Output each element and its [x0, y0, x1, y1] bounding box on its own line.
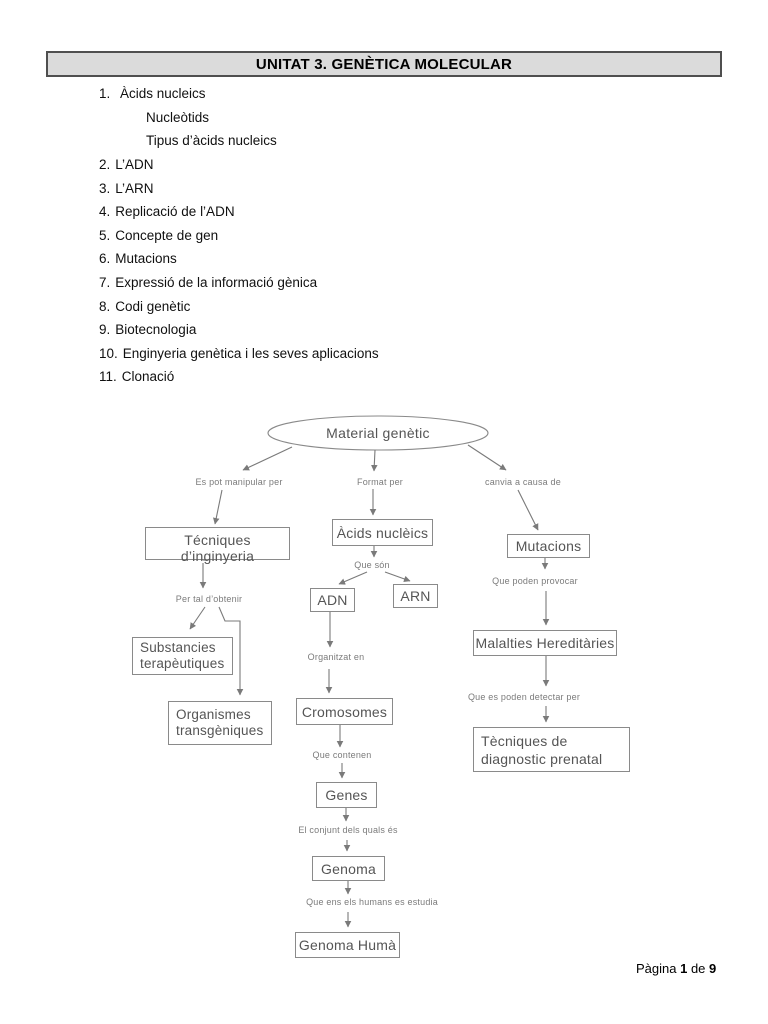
edge-label-per-tal: Per tal d’obtenir — [175, 594, 243, 604]
toc-item-label: Clonació — [121, 369, 175, 385]
node-genoma: Genoma — [312, 856, 385, 881]
edge-label-conjunt: El conjunt dels quals és — [298, 825, 398, 835]
toc-item: 3.L’ARN — [99, 176, 379, 200]
toc-item: 9.Biotecnologia — [99, 318, 379, 342]
edge-label-provocar: Que poden provocar — [492, 576, 578, 586]
node-substancies-terapeutiques: Substancies terapèutiques — [132, 637, 233, 675]
toc-item-number: 5. — [99, 227, 111, 243]
toc-item: 2.L’ADN — [99, 153, 379, 177]
edge-label-detectar: Que es poden detectar per — [467, 692, 581, 702]
unit-title: UNITAT 3. GENÈTICA MOLECULAR — [255, 55, 513, 73]
toc-item-label: Replicació de l’ADN — [115, 204, 235, 220]
edge-label-organitzat: Organitzat en — [307, 652, 365, 662]
node-genoma-huma: Genoma Humà — [295, 932, 400, 958]
toc-item-label: Concepte de gen — [115, 227, 219, 243]
toc-item: 6.Mutacions — [99, 247, 379, 271]
toc-item-label: Biotecnologia — [115, 322, 197, 338]
edge-label-manipular: Es pot manipular per — [195, 477, 283, 487]
toc-item-number: 3. — [99, 180, 111, 196]
footer-page-number: 1 — [680, 961, 688, 976]
node-acids-nucleics: Àcids nuclèics — [332, 519, 433, 546]
toc-item-label: Enginyeria genètica i les seves aplicaci… — [122, 345, 379, 361]
toc-item-label: L’ARN — [115, 180, 154, 196]
toc-item-label: Codi genètic — [115, 298, 191, 314]
toc-item: 10.Enginyeria genètica i les seves aplic… — [99, 342, 379, 366]
toc-item-number: 1. — [99, 86, 111, 102]
footer-label: Pàgina — [636, 961, 681, 976]
node-tecniques-diagnostic-prenatal: Tècniques de diagnostic prenatal — [473, 727, 630, 772]
toc-subitem: Nucleòtids — [99, 106, 379, 130]
edge-label-que-son: Que són — [354, 560, 390, 570]
table-of-contents: 1. Àcids nucleics Nucleòtids Tipus d’àcid… — [99, 82, 379, 389]
node-adn: ADN — [310, 588, 355, 612]
edge-label-contenen: Que contenen — [312, 750, 372, 760]
toc-item-number: 10. — [99, 345, 118, 361]
toc-item: 8.Codi genètic — [99, 294, 379, 318]
footer-separator: de — [687, 961, 710, 976]
edge-label-humans: Que ens els humans es estudia — [306, 897, 438, 907]
edge-label-canvia: canvia a causa de — [485, 477, 561, 487]
toc-item-number: 4. — [99, 204, 111, 220]
toc-item-label: Mutacions — [115, 251, 177, 267]
toc-item-label: Àcids nucleics — [120, 86, 206, 102]
toc-item: 11.Clonació — [99, 365, 379, 389]
unit-title-bar: UNITAT 3. GENÈTICA MOLECULAR — [46, 51, 722, 77]
node-malalties-hereditaries: Malalties Hereditàries — [473, 630, 617, 656]
toc-item-number: 2. — [99, 157, 111, 173]
node-cromosomes: Cromosomes — [296, 698, 393, 725]
toc-item-label: Tipus d’àcids nucleics — [146, 133, 277, 149]
node-genes: Genes — [316, 782, 377, 808]
toc-item-number: 11. — [99, 369, 117, 385]
node-mutacions: Mutacions — [507, 534, 590, 558]
toc-item-number: 6. — [99, 251, 111, 267]
toc-item: 1. Àcids nucleics — [99, 82, 379, 106]
toc-item-label: Expressió de la informació gènica — [115, 275, 318, 291]
toc-item-number: 7. — [99, 275, 111, 291]
toc-item: 7.Expressió de la informació gènica — [99, 271, 379, 295]
toc-item: 5.Concepte de gen — [99, 224, 379, 248]
node-tecniques-inginyeria: Técniques d’inginyeria — [145, 527, 290, 564]
node-organismes-transgeniques: Organismes transgèniques — [168, 701, 272, 745]
node-material-genetic: Material genètic — [326, 425, 430, 441]
footer-total-pages: 9 — [709, 961, 717, 976]
toc-item-label: Nucleòtids — [146, 109, 210, 125]
toc-item-number: 9. — [99, 322, 111, 338]
node-arn: ARN — [393, 584, 438, 608]
toc-subitem: Tipus d’àcids nucleics — [99, 129, 379, 153]
page-footer: Pàgina 1 de 9 — [636, 961, 716, 976]
toc-item: 4.Replicació de l’ADN — [99, 200, 379, 224]
edge-label-format: Format per — [356, 477, 404, 487]
toc-item-number: 8. — [99, 298, 111, 314]
toc-item-label: L’ADN — [115, 157, 154, 173]
